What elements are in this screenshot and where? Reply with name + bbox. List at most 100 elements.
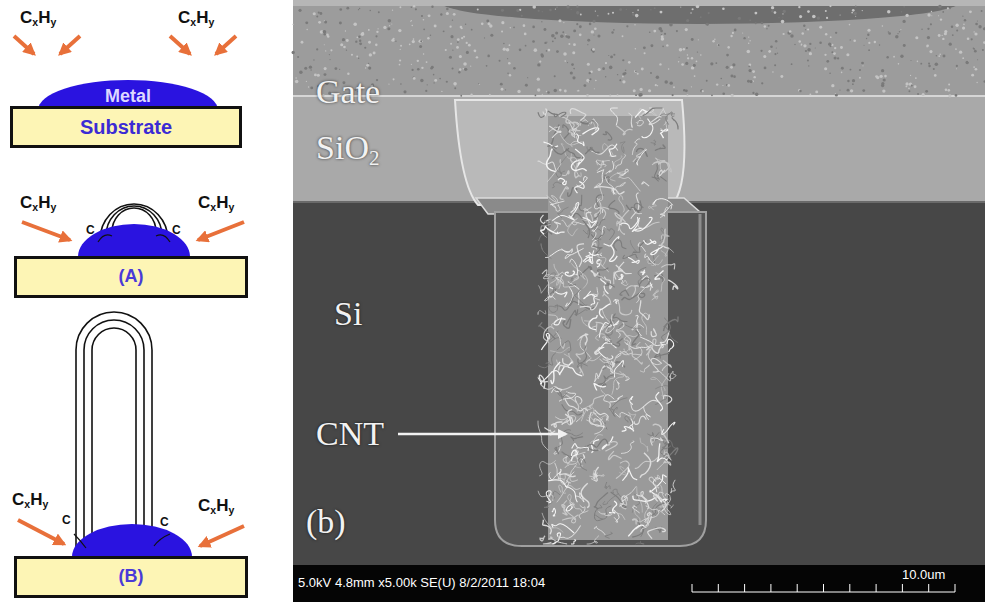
nanotube-fiber xyxy=(581,208,587,220)
nanotube-fiber xyxy=(556,275,563,284)
surface-speckle xyxy=(351,54,353,56)
nanotube-walls xyxy=(76,312,152,552)
surface-speckle xyxy=(537,78,540,81)
surface-speckle xyxy=(733,75,736,78)
surface-speckle xyxy=(732,32,734,34)
surface-speckle xyxy=(882,89,885,92)
nanotube-fiber xyxy=(573,213,590,238)
surface-speckle xyxy=(535,95,537,97)
surface-speckle xyxy=(412,40,415,43)
surface-speckle xyxy=(859,69,861,71)
surface-speckle xyxy=(411,69,413,71)
surface-speckle xyxy=(943,54,946,57)
surface-speckle xyxy=(295,77,296,78)
surface-speckle xyxy=(419,45,422,48)
surface-speckle xyxy=(899,31,900,32)
nanotube-fiber xyxy=(593,412,604,434)
surface-speckle xyxy=(411,64,412,65)
surface-speckle xyxy=(299,70,303,74)
surface-speckle xyxy=(376,31,378,33)
surface-speckle xyxy=(895,35,898,38)
surface-speckle xyxy=(502,9,504,11)
nanotube-fiber xyxy=(545,295,556,301)
nanotube-fiber xyxy=(640,270,644,275)
surface-speckle xyxy=(760,50,762,52)
nanotube-fiber xyxy=(599,347,613,359)
surface-speckle xyxy=(839,89,840,90)
surface-speckle xyxy=(474,49,477,52)
surface-speckle xyxy=(685,62,688,65)
nanotube-fiber xyxy=(656,392,663,411)
nanotube-fiber xyxy=(642,181,650,186)
surface-speckle xyxy=(971,74,974,77)
nanotube-fiber xyxy=(554,442,560,454)
nanotube-fiber xyxy=(633,149,646,162)
surface-speckle xyxy=(571,9,572,10)
surface-speckle xyxy=(471,29,473,31)
surface-speckle xyxy=(801,43,803,45)
surface-speckle xyxy=(639,93,642,96)
surface-speckle xyxy=(903,44,906,47)
nanotube-fiber xyxy=(547,146,559,172)
nanotube-fiber xyxy=(577,177,588,186)
carbon-label: C xyxy=(172,224,181,238)
nanotube-fiber xyxy=(637,285,650,303)
nanotube-fiber xyxy=(603,291,611,304)
surface-speckle xyxy=(893,56,895,58)
surface-speckle xyxy=(641,68,644,71)
nanotube-fiber xyxy=(662,360,671,371)
nanotube-fiber xyxy=(618,301,632,315)
surface-speckle xyxy=(764,25,766,27)
surface-speckle xyxy=(346,50,347,51)
surface-speckle xyxy=(867,29,870,32)
nanotube-fiber xyxy=(655,270,664,279)
nanotube-fiber xyxy=(651,438,663,446)
nanotube-fiber xyxy=(631,193,639,219)
nanotube-fiber xyxy=(646,339,656,355)
surface-speckle xyxy=(726,54,729,57)
surface-speckle xyxy=(801,32,804,35)
nanotube-fiber xyxy=(539,460,556,476)
surface-speckle xyxy=(441,91,442,92)
surface-speckle xyxy=(633,89,636,92)
surface-speckle xyxy=(301,41,304,44)
surface-speckle xyxy=(481,23,484,26)
surface-speckle xyxy=(387,27,390,30)
surface-speckle xyxy=(761,22,764,25)
surface-speckle xyxy=(840,46,843,49)
nanotube-fiber xyxy=(582,128,598,135)
surface-speckle xyxy=(423,19,425,21)
node-text: (A) xyxy=(119,267,144,287)
surface-speckle xyxy=(628,61,631,64)
nanotube-fiber xyxy=(626,286,636,298)
nanotube-fiber xyxy=(659,170,665,176)
nanotube-fiber xyxy=(548,315,557,326)
surface-speckle xyxy=(598,68,601,71)
surface-speckle xyxy=(564,90,567,93)
surface-speckle xyxy=(906,86,908,88)
surface-speckle xyxy=(525,45,527,47)
nanotube-fiber xyxy=(577,337,590,358)
nanotube-fiber xyxy=(653,424,669,443)
surface-speckle xyxy=(973,31,974,32)
scale-tick xyxy=(692,584,693,592)
nanotube-fiber xyxy=(651,140,656,145)
surface-speckle xyxy=(591,30,594,33)
nanotube-fiber xyxy=(558,178,566,184)
surface-speckle xyxy=(749,40,750,41)
nanotube-fiber xyxy=(630,241,636,256)
nanotube-fiber xyxy=(614,240,627,250)
chemical-formula: CxHy xyxy=(20,193,56,213)
nanotube-fiber xyxy=(633,496,655,502)
surface-speckle xyxy=(572,51,575,54)
surface-speckle xyxy=(452,50,453,51)
nanotube-fiber xyxy=(544,502,552,507)
surface-speckle xyxy=(507,73,509,75)
scale-tick xyxy=(770,584,771,592)
surface-speckle xyxy=(983,27,985,30)
nanotube-fiber xyxy=(552,182,563,188)
nanotube-fiber xyxy=(631,400,659,411)
nanotube-fiber xyxy=(621,293,639,300)
nanotube-fiber xyxy=(636,120,643,126)
surface-speckle xyxy=(501,9,504,12)
